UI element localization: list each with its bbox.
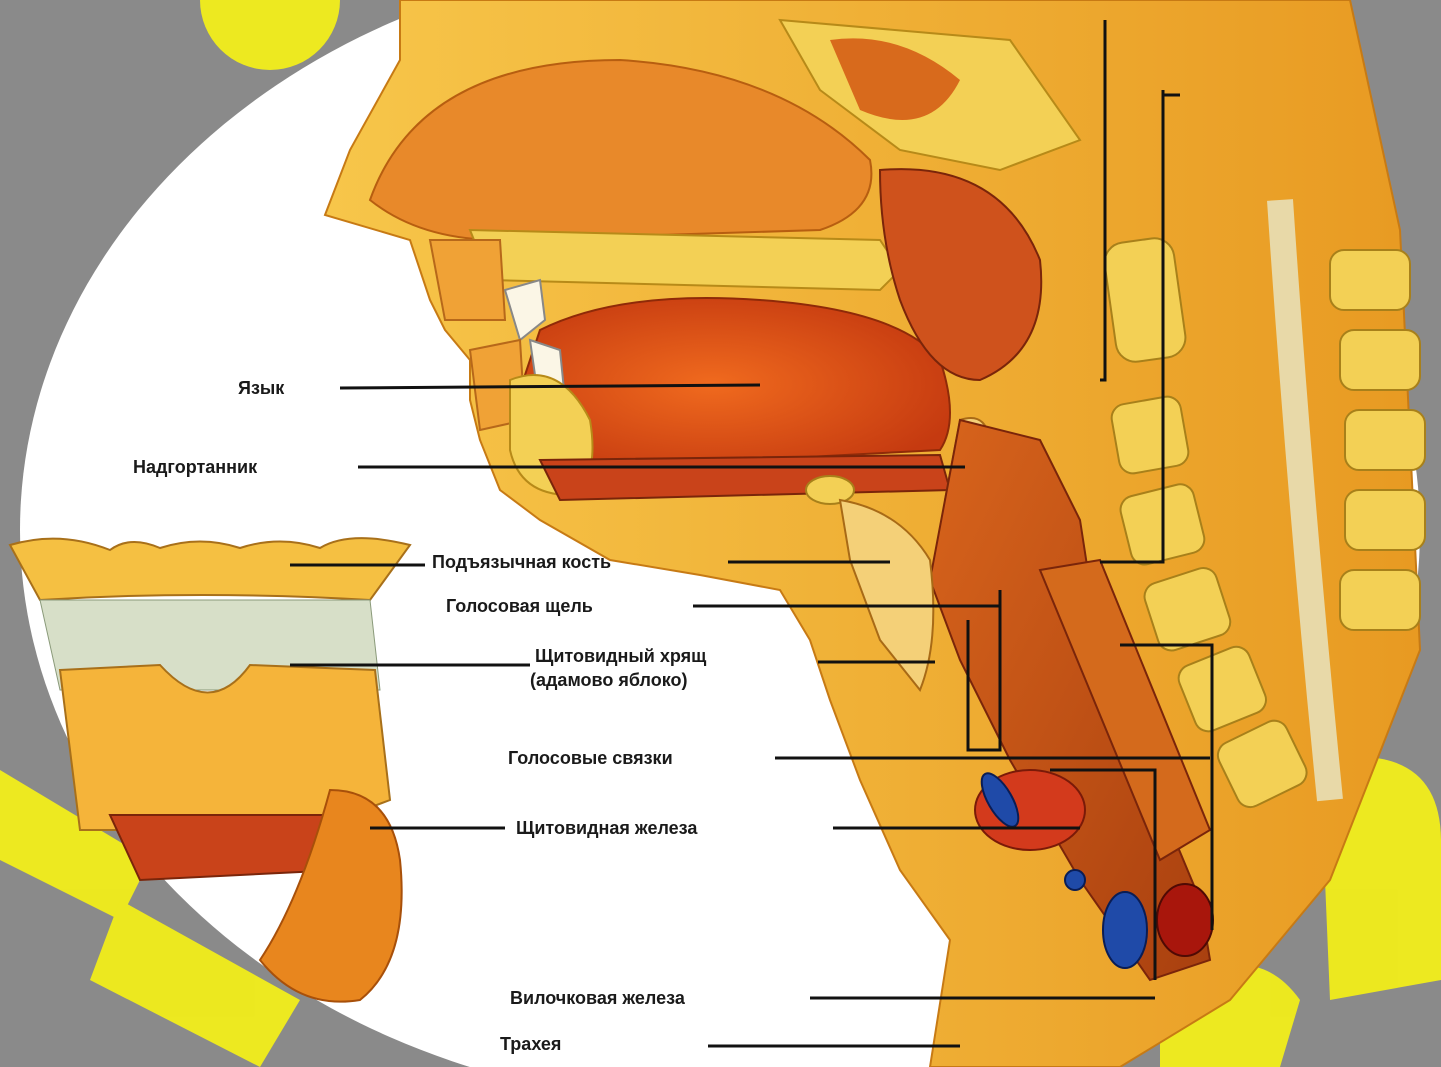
hyoid-bone-shape — [806, 476, 854, 504]
label-thyroid-gland: Щитовидная железа — [516, 818, 698, 838]
label-thymus: Вилочковая железа — [510, 988, 686, 1008]
hyoid-front — [10, 538, 410, 600]
artery-shape — [1103, 892, 1147, 968]
vertebra — [1345, 490, 1425, 550]
label-thyroid-cartilage-note: (адамово яблоко) — [530, 670, 687, 690]
vertebra — [1330, 250, 1410, 310]
small-vessel — [1065, 870, 1085, 890]
vertebra — [1340, 330, 1420, 390]
label-tongue: Язык — [238, 378, 285, 398]
esophagus-shape — [1157, 884, 1213, 956]
label-hyoid: Подъязычная кость — [432, 552, 611, 572]
vertebra — [1109, 394, 1190, 475]
label-thyroid-cartilage: Щитовидный хрящ — [535, 646, 707, 666]
label-glottis: Голосовая щель — [446, 596, 593, 616]
label-vocal-cords: Голосовые связки — [508, 748, 673, 768]
label-epiglottis: Надгортанник — [133, 457, 258, 477]
vertebra — [1345, 410, 1425, 470]
label-trachea: Трахея — [500, 1034, 561, 1054]
vertebra — [1340, 570, 1420, 630]
